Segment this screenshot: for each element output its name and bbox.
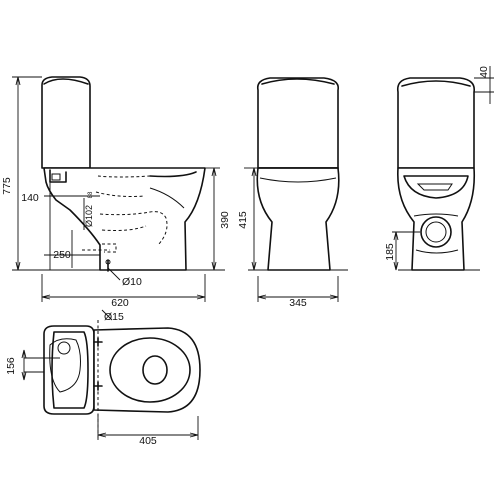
dim-water-inlet: Ø15	[104, 311, 124, 323]
front-view: 415 345	[237, 77, 348, 309]
dim-fixing-distance: 405	[139, 435, 157, 447]
trap-dashed	[82, 175, 168, 253]
rear-view: 40 185	[384, 66, 494, 271]
dim-inlet-height: 140	[21, 192, 39, 204]
rear-cistern	[396, 77, 476, 169]
dim-fix-diameter: Ø10	[122, 276, 142, 288]
dim-lid-thickness: 40	[478, 66, 490, 78]
dim-total-height: 775	[1, 177, 13, 195]
dim-outlet-center-height: 185	[384, 243, 396, 261]
dim-inlet-diameter-unit: 88	[88, 191, 94, 198]
top-view: Ø15 156 405	[5, 309, 201, 447]
dim-inlet-diameter: Ø102	[84, 205, 94, 227]
front-cistern	[256, 77, 340, 169]
dim-seat-height-side: 390	[219, 211, 231, 229]
dim-seat-height-front: 415	[237, 211, 249, 229]
dim-water-inlet-offset: 156	[5, 357, 17, 375]
outlet-circle	[420, 216, 452, 248]
cistern-outline	[41, 76, 91, 169]
side-view: 775 140 250 Ø102 88 Ø10 390 620	[1, 76, 231, 309]
front-bowl	[256, 167, 340, 271]
dim-total-length: 620	[111, 297, 129, 309]
dim-base-width-front: 345	[289, 297, 307, 309]
dim-outlet-height: 250	[53, 249, 71, 261]
